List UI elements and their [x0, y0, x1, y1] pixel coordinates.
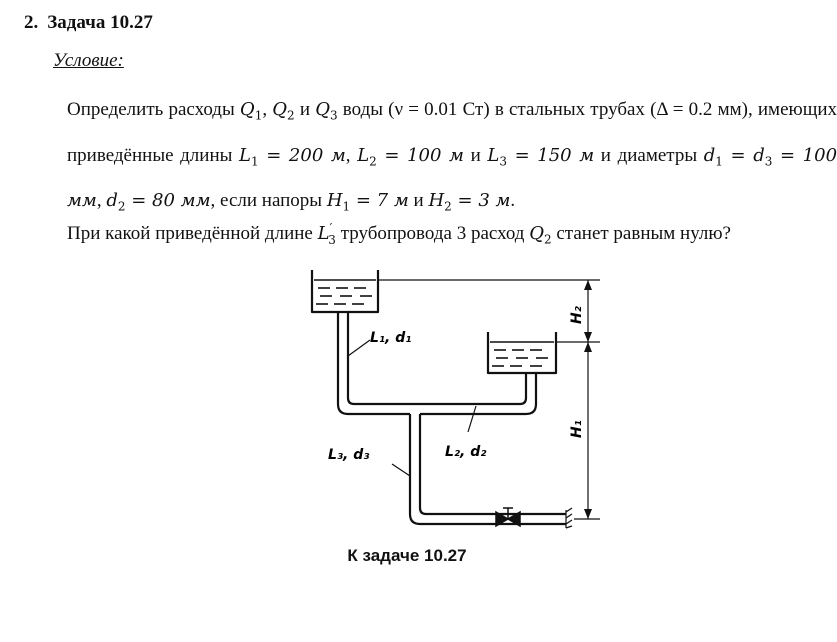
var-Q1: Q1	[239, 99, 263, 123]
label-H1: H₁	[569, 420, 585, 438]
label-L1-d1: L₁, d₁	[370, 330, 411, 346]
dimension-arrows	[584, 280, 592, 519]
var-L3-prime: L′3	[317, 221, 336, 247]
figure-caption: К задаче 10.27	[347, 546, 467, 565]
text-segment: .	[510, 190, 516, 212]
leader-lines	[347, 339, 477, 477]
var-H1: H1 = 7 м	[326, 190, 409, 214]
problem-statement: Определить расходы Q1, Q2 и Q3 воды (ν =…	[24, 90, 837, 227]
label-L3-d3: L₃, d₃	[328, 447, 369, 463]
text-segment: станет равным нулю?	[551, 223, 731, 244]
text-segment: ,	[345, 144, 358, 166]
pipeline-diagram: L₁, d₁ L₂, d₂ L₃, d₃ H₂ H₁	[310, 270, 600, 529]
upper-tank	[310, 270, 380, 314]
var-L1: L1 = 200 м	[239, 144, 346, 169]
var-Q2: Q2	[272, 99, 295, 123]
text-segment: При какой приведённой длине	[67, 223, 318, 244]
text-segment: и диаметры	[594, 144, 704, 166]
text-segment: воды (ν = 0.01 Ст) в стальных трубах (Δ …	[67, 99, 837, 166]
label-H2: H₂	[569, 305, 585, 324]
var-d2: d2 = 80 мм	[106, 190, 211, 214]
text-segment: ,	[96, 190, 107, 212]
text-segment: и	[294, 99, 316, 120]
problem-heading: 2. Задача 10.27	[24, 12, 153, 34]
problem-number: 2.	[24, 12, 39, 33]
text-segment: трубопровода 3 расход	[335, 223, 530, 244]
lower-tank	[486, 332, 558, 375]
var-L2: L2 = 100 м	[357, 144, 464, 169]
var-H2: H2 = 3 м	[428, 190, 511, 214]
outlet-hatch	[565, 507, 573, 529]
var-d3: d3 = 100 мм	[67, 144, 837, 212]
pipe-1	[336, 312, 410, 416]
text-segment: и	[408, 190, 429, 212]
problem-title: Задача 10.27	[47, 12, 153, 33]
document-page: 2. Задача 10.27 Условие: Определить расхо…	[24, 12, 837, 565]
pipe-2	[420, 373, 538, 416]
text-segment: ,	[262, 99, 273, 120]
var-Q2: Q2	[529, 223, 552, 247]
pipe-upper-wall	[346, 312, 528, 406]
text-segment: и	[463, 144, 488, 166]
valve-icon	[495, 507, 521, 528]
var-Q3: Q3	[315, 99, 338, 123]
pipe-3	[408, 414, 566, 526]
text-segment: Определить расходы	[67, 99, 240, 120]
lower-water	[490, 341, 554, 367]
label-L2-d2: L₂, d₂	[445, 444, 487, 460]
level-lines	[378, 279, 600, 520]
problem-question: При какой приведённой длине L′3 трубопро…	[24, 209, 837, 260]
var-d1: d1 =	[703, 144, 754, 169]
var-L3: L3 = 150 м	[487, 144, 595, 169]
text-segment: , если напоры	[210, 190, 327, 212]
condition-label: Условие:	[53, 50, 124, 71]
upper-water	[314, 279, 376, 305]
pipe-3-inner	[418, 414, 566, 516]
